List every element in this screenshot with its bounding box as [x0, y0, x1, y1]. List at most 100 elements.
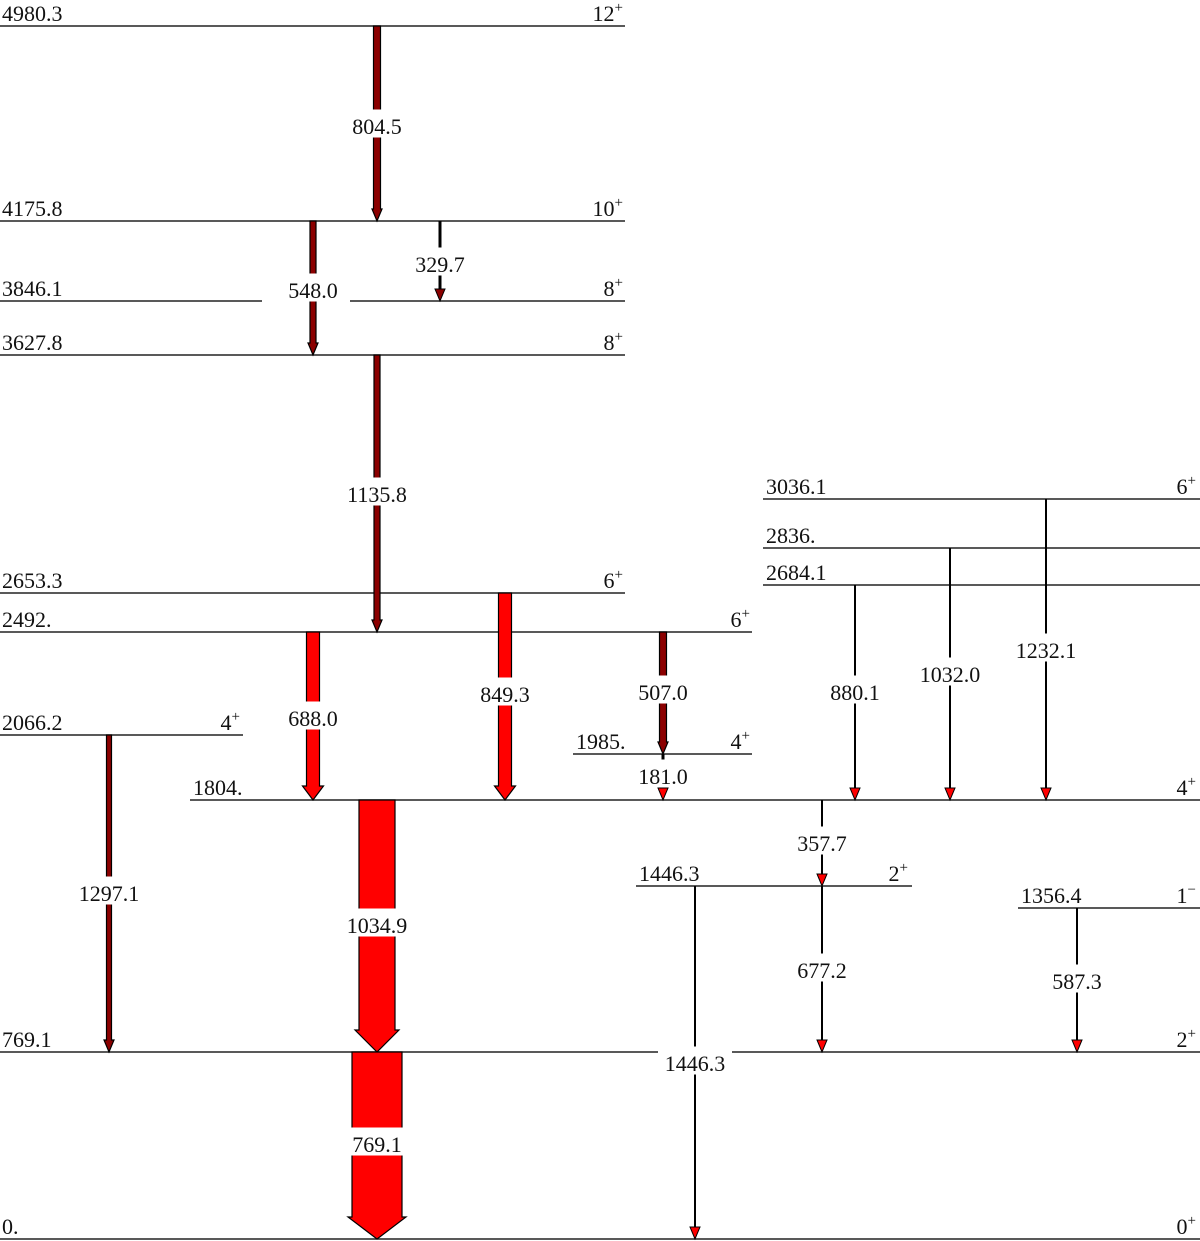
- gamma-transition-g1232: 1232.1: [1009, 499, 1083, 802]
- spin-value: 12: [593, 1, 615, 26]
- gamma-energy-label: 1232.1: [1016, 638, 1077, 663]
- gamma-energy-label: 587.3: [1052, 969, 1102, 994]
- level-energy-label: 4175.8: [2, 196, 63, 221]
- spin-value: 4: [221, 710, 232, 735]
- level-energy-label: 3036.1: [766, 474, 827, 499]
- gamma-label-background: [72, 876, 146, 905]
- spin-value: 1: [1177, 883, 1188, 908]
- gamma-label-background: [345, 109, 409, 138]
- level-spin-parity-label: 6+: [731, 606, 750, 632]
- gamma-transition-g1135: 1135.8: [340, 354, 414, 634]
- gamma-label-background: [790, 826, 854, 855]
- gamma-transition-g329: 329.7: [408, 221, 472, 303]
- level-energy-label: 1804.: [193, 775, 243, 800]
- gamma-arrow-head: [1040, 787, 1052, 802]
- spin-value: 6: [604, 568, 615, 593]
- level-energy-label: 2684.1: [766, 560, 827, 585]
- gamma-label-background: [408, 247, 472, 276]
- level-energy-label: 2066.2: [2, 710, 63, 735]
- spin-value: 8: [604, 330, 615, 355]
- gamma-arrow-head: [1071, 1039, 1083, 1054]
- gamma-transition-g1034: 1034.9: [340, 799, 414, 1053]
- gamma-arrow-head: [689, 1226, 701, 1241]
- gamma-energy-label: 1032.0: [920, 662, 981, 687]
- level-energy-label: 2653.3: [2, 568, 63, 593]
- gamma-transition-g880: 880.1: [823, 585, 887, 802]
- gamma-label-background: [913, 657, 987, 686]
- gamma-label-background: [345, 1127, 409, 1156]
- gamma-transition-g804: 804.5: [345, 25, 409, 223]
- level-spin-parity-label: 10+: [593, 195, 623, 221]
- level-energy-label: 4980.3: [2, 1, 63, 26]
- parity-value: +: [1188, 1213, 1196, 1229]
- level-energy-label: 1446.3: [639, 861, 700, 886]
- gamma-transition-g769: 769.1: [345, 1051, 409, 1240]
- level-energy-label: 3846.1: [2, 276, 63, 301]
- spin-value: 4: [731, 729, 742, 754]
- parity-value: +: [900, 860, 908, 876]
- gamma-arrows: 804.5 548.0 329.7 1135.8 688.0 849.3 507.0 181.…: [72, 25, 1109, 1241]
- gamma-label-background: [1009, 633, 1083, 662]
- level-spin-parity-label: 0+: [1177, 1213, 1196, 1239]
- gamma-label-background: [631, 675, 695, 704]
- gamma-label-background: [340, 908, 414, 937]
- spin-value: 10: [593, 196, 615, 221]
- gamma-transition-g1297: 1297.1: [72, 734, 146, 1054]
- gamma-energy-label: 769.1: [352, 1132, 402, 1157]
- gamma-arrow-head: [657, 787, 669, 802]
- level-spin-parity-label: 4+: [731, 728, 750, 754]
- spin-value: 6: [1177, 474, 1188, 499]
- level-energy-label: 0.: [2, 1214, 19, 1239]
- level-spin-parity-label: 4+: [221, 709, 240, 735]
- gamma-energy-label: 507.0: [638, 680, 688, 705]
- gamma-arrow-head: [434, 288, 446, 303]
- parity-value: +: [742, 606, 750, 622]
- level-spin-parity-label: 2+: [889, 860, 908, 886]
- gamma-label-background: [473, 677, 537, 706]
- parity-value: +: [615, 195, 623, 211]
- parity-value: +: [1188, 1026, 1196, 1042]
- spin-value: 6: [731, 607, 742, 632]
- parity-value: +: [742, 728, 750, 744]
- gamma-arrow-head: [849, 787, 861, 802]
- level-energy-label: 1356.4: [1021, 883, 1082, 908]
- gamma-label-background: [823, 675, 887, 704]
- level-spin-parity-label: 6+: [604, 567, 623, 593]
- gamma-energy-label: 849.3: [480, 682, 530, 707]
- spin-value: 0: [1177, 1214, 1188, 1239]
- gamma-label-background: [340, 477, 414, 506]
- parity-value: +: [615, 329, 623, 345]
- gamma-arrow-head: [944, 787, 956, 802]
- gamma-arrow-head: [816, 873, 828, 888]
- gamma-energy-label: 548.0: [288, 278, 338, 303]
- parity-value: +: [232, 709, 240, 725]
- gamma-transition-g507: 507.0: [631, 631, 695, 756]
- gamma-label-background: [790, 953, 854, 982]
- gamma-energy-label: 1297.1: [79, 881, 140, 906]
- parity-value: −: [1188, 882, 1196, 898]
- level-spin-parity-label: 8+: [604, 275, 623, 301]
- gamma-transition-g849: 849.3: [473, 592, 537, 801]
- parity-value: +: [1188, 774, 1196, 790]
- gamma-label-background: [631, 759, 695, 788]
- gamma-energy-label: 688.0: [288, 706, 338, 731]
- gamma-label-background: [281, 701, 345, 730]
- gamma-transition-g357: 357.7: [790, 800, 854, 888]
- parity-value: +: [615, 0, 623, 16]
- gamma-energy-label: 677.2: [797, 958, 847, 983]
- gamma-energy-label: 1135.8: [347, 482, 407, 507]
- parity-value: +: [615, 275, 623, 291]
- gamma-transition-g181: 181.0: [631, 754, 695, 802]
- spin-value: 2: [1177, 1027, 1188, 1052]
- parity-value: +: [1188, 473, 1196, 489]
- gamma-energy-label: 181.0: [638, 764, 688, 789]
- spin-value: 8: [604, 276, 615, 301]
- gamma-energy-label: 329.7: [415, 252, 465, 277]
- gamma-transition-g688: 688.0: [281, 631, 345, 801]
- gamma-arrow-head: [816, 1039, 828, 1054]
- gamma-energy-label: 804.5: [352, 114, 402, 139]
- level-energy-label: 2836.: [766, 523, 816, 548]
- level-spin-parity-label: 6+: [1177, 473, 1196, 499]
